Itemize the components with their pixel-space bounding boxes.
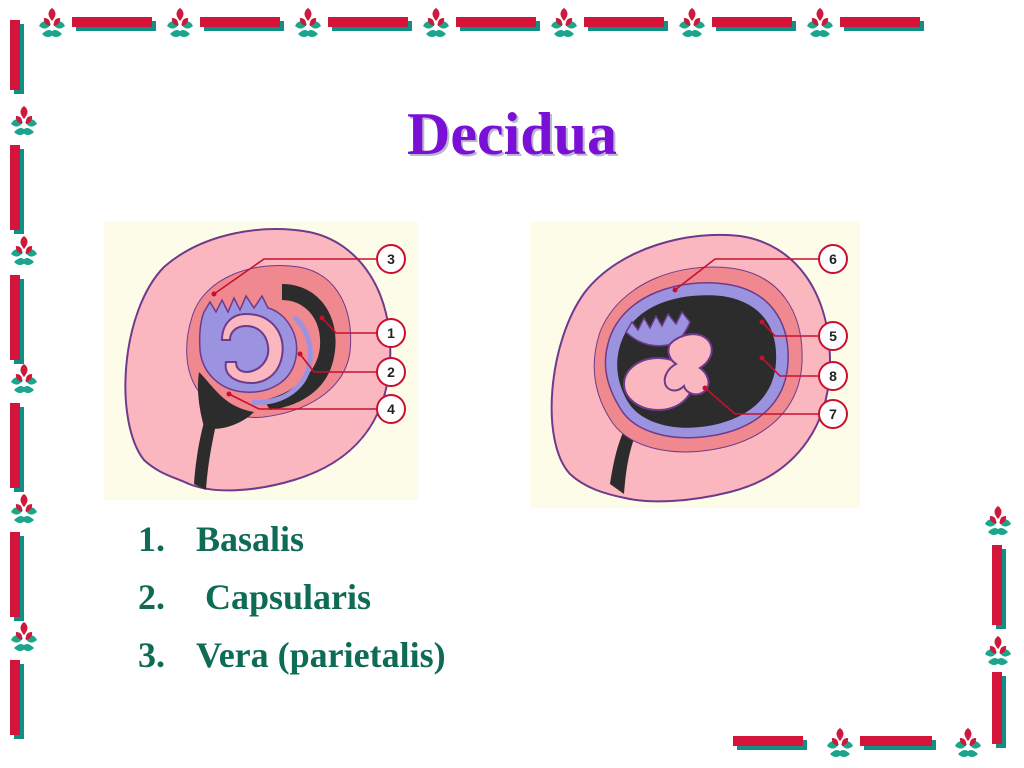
callout-6-point [672, 287, 678, 293]
callout-5-point [759, 319, 765, 325]
list-label: Basalis [196, 519, 305, 559]
sprig-ornament [11, 236, 37, 265]
capsularis-arc [251, 315, 313, 405]
list-number: 2. [138, 577, 165, 617]
callout-2-badge [376, 357, 406, 387]
callout-7-leader [704, 387, 819, 415]
sprig-ornament [167, 8, 193, 37]
list-label: Capsularis [196, 577, 372, 617]
sprig-ornament [11, 364, 37, 393]
callout-7-badge [818, 399, 848, 429]
callout-3-leader [213, 258, 377, 295]
amniotic-sac [220, 312, 284, 384]
callout-2-label: 2 [387, 364, 395, 380]
callout-6-label: 6 [829, 251, 837, 267]
sprig-ornament [955, 728, 981, 757]
sprig-ornament [551, 8, 577, 37]
uterus-diagram-early: 3 1 2 4 [104, 222, 418, 500]
list-label: Vera (parietalis) [196, 635, 446, 675]
cervix-canal [194, 422, 216, 490]
callout-2-point [297, 351, 303, 357]
list-number: 3. [138, 635, 165, 675]
callout-8-leader [761, 357, 819, 377]
callout-8-point [759, 355, 765, 361]
list-item: 2. Capsularis [138, 574, 446, 632]
sprig-ornament [679, 8, 705, 37]
callout-6-leader [674, 258, 819, 291]
list-item: 1. Basalis [138, 516, 446, 574]
sprig-ornament [985, 506, 1011, 535]
sprig-ornament [11, 622, 37, 651]
list-item: 3. Vera (parietalis) [138, 632, 446, 690]
sprig-ornament [11, 494, 37, 523]
callout-4-leader [228, 393, 377, 410]
uterus-diagram-late: 6 5 8 7 [530, 222, 860, 508]
callout-4-label: 4 [387, 401, 395, 417]
callout-7-label: 7 [829, 406, 837, 422]
embryo-limbs [663, 333, 713, 396]
callout-1-leader [321, 317, 377, 334]
sprig-ornament [827, 728, 853, 757]
callout-6-badge [818, 244, 848, 274]
slide-title: Decidua [407, 101, 617, 167]
sprig-ornament [295, 8, 321, 37]
callout-8-label: 8 [829, 368, 837, 384]
cervix-canal [610, 430, 636, 494]
uterine-cavity [264, 284, 336, 410]
callout-5-leader [761, 321, 819, 337]
callout-4-point [226, 391, 232, 397]
callout-1-label: 1 [387, 325, 395, 341]
callout-8-badge [818, 361, 848, 391]
callout-1-badge [376, 318, 406, 348]
callout-5-label: 5 [829, 328, 837, 344]
sprig-ornament [39, 8, 65, 37]
sprig-ornament [807, 8, 833, 37]
callout-5-badge [818, 321, 848, 351]
callout-1-point [319, 315, 325, 321]
decidua-basalis-cavity [197, 372, 254, 429]
sprig-ornament [423, 8, 449, 37]
sprig-ornament [985, 636, 1011, 665]
list-number: 1. [138, 519, 165, 559]
callout-3-badge [376, 244, 406, 274]
legend-list: 1. Basalis 2. Capsularis 3. Vera (parietal… [138, 516, 446, 690]
callout-2-leader [299, 353, 377, 373]
callout-3-point [211, 291, 217, 297]
callout-3-label: 3 [387, 251, 395, 267]
callout-4-badge [376, 394, 406, 424]
callout-7-point [702, 385, 708, 391]
